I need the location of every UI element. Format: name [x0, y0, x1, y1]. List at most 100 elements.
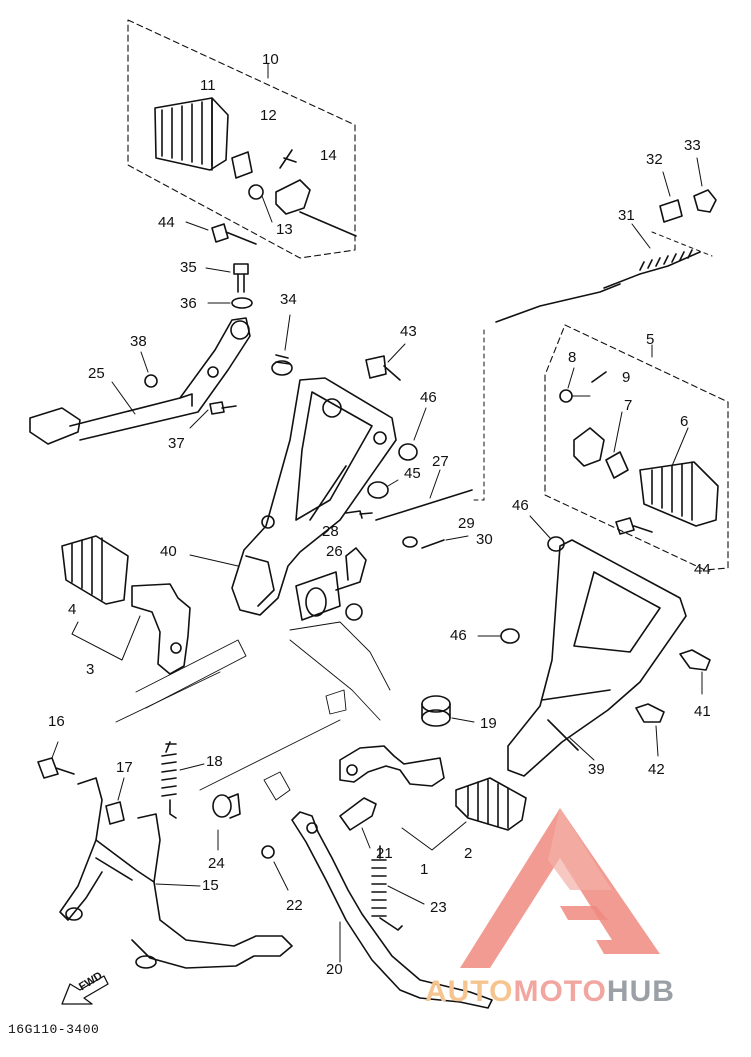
part-46-nut-b [547, 536, 565, 552]
part-6-footrest-rubber [639, 461, 719, 527]
part-36-washer [231, 297, 253, 309]
part-8-pin [559, 389, 573, 403]
part-12-plate [231, 151, 253, 179]
callout-6: 6 [680, 413, 689, 430]
callout-24: 24 [208, 855, 225, 872]
callout-40: 40 [160, 543, 177, 560]
callout-30: 30 [476, 531, 493, 548]
part-44-bolt [211, 223, 257, 245]
callout-4: 4 [68, 601, 77, 618]
callout-35: 35 [180, 259, 197, 276]
part-14-pin [279, 149, 297, 169]
part-33-cap [693, 189, 717, 213]
part-43-bolt [365, 355, 401, 381]
callout-21: 21 [376, 845, 393, 862]
group-box-passenger-footrest [544, 324, 729, 571]
part-13-holder [248, 179, 357, 237]
part-24-bushing [212, 793, 241, 819]
callout-12: 12 [260, 107, 277, 124]
part-31-cable [473, 231, 713, 501]
callout-41: 41 [694, 703, 711, 720]
watermark-text: AUTOMOTOHUB [425, 975, 675, 1009]
callout-46-a: 46 [420, 389, 437, 406]
callout-17: 17 [116, 759, 133, 776]
callout-44-b: 44 [694, 561, 711, 578]
callout-42: 42 [648, 761, 665, 778]
callout-26: 26 [326, 543, 343, 560]
callout-22: 22 [286, 897, 303, 914]
part-20-side-stand [291, 811, 493, 1009]
callout-13: 13 [276, 221, 293, 238]
callout-37: 37 [168, 435, 185, 452]
part-45-nut [367, 481, 389, 499]
part-7-holder [573, 427, 605, 467]
part-19-damper [421, 695, 451, 727]
part-38-nut [144, 374, 158, 388]
callout-3: 3 [86, 661, 95, 678]
callout-36: 36 [180, 295, 197, 312]
callout-19: 19 [480, 715, 497, 732]
part-21-bolt [339, 797, 377, 831]
watermark-hub: HUB [606, 975, 675, 1008]
callout-9: 9 [622, 369, 631, 386]
callout-15: 15 [202, 877, 219, 894]
part-9-cotter [591, 371, 607, 383]
part-18-spring [161, 741, 177, 819]
part-34-spring [271, 314, 293, 376]
callout-46-c: 46 [450, 627, 467, 644]
part-44-bolt-b [615, 517, 653, 535]
part-15-center-stand [59, 777, 293, 969]
part-4-footrest-rubber [61, 535, 129, 605]
callout-31: 31 [618, 207, 635, 224]
callout-46-b: 46 [512, 497, 529, 514]
callout-27: 27 [432, 453, 449, 470]
part-27-rod [375, 489, 473, 521]
part-7-plate [605, 451, 629, 479]
part-41-bolt [679, 649, 711, 671]
callout-29: 29 [458, 515, 475, 532]
part-16-bolt [37, 757, 75, 779]
callout-33: 33 [684, 137, 701, 154]
callout-32: 32 [646, 151, 663, 168]
callout-18: 18 [206, 753, 223, 770]
part-23-spring [371, 845, 403, 931]
part-35-bolt [233, 263, 249, 293]
part-11-footrest-rubber [154, 97, 229, 171]
part-3-footrest-bracket [131, 583, 191, 675]
callout-44-a: 44 [158, 214, 175, 231]
frame-ghost-lines [115, 621, 391, 801]
callout-5: 5 [646, 331, 655, 348]
callout-38: 38 [130, 333, 147, 350]
watermark-auto: AUTO [425, 975, 514, 1008]
callout-14: 14 [320, 147, 337, 164]
part-17-collar [105, 801, 125, 825]
callout-43: 43 [400, 323, 417, 340]
part-42-bolt [635, 703, 665, 723]
part-39-bracket [507, 539, 687, 777]
callout-28: 28 [322, 523, 339, 540]
callout-34: 34 [280, 291, 297, 308]
part-46-nut-a [398, 443, 418, 461]
callout-45: 45 [404, 465, 421, 482]
callout-11: 11 [200, 77, 216, 94]
part-37-bolt [209, 401, 237, 415]
leader-line-13 [261, 195, 273, 223]
part-32-nut [659, 199, 683, 223]
callout-8: 8 [568, 349, 577, 366]
watermark-moto: MOTO [513, 975, 607, 1008]
part-30-cotter [421, 539, 445, 549]
part-2-footrest-rubber [455, 777, 527, 831]
callout-1: 1 [420, 861, 429, 878]
callout-10: 10 [262, 51, 279, 68]
part-26-shaft [295, 547, 367, 621]
callout-20: 20 [326, 961, 343, 978]
leader-line-44a [185, 221, 209, 231]
part-25-brake-pedal [29, 317, 251, 445]
watermark-logo-mark [460, 808, 660, 968]
diagram-reference-code: 16G110-3400 [8, 1022, 100, 1037]
callout-7: 7 [624, 397, 633, 414]
callout-25: 25 [88, 365, 105, 382]
part-46-nut-c [500, 628, 520, 644]
